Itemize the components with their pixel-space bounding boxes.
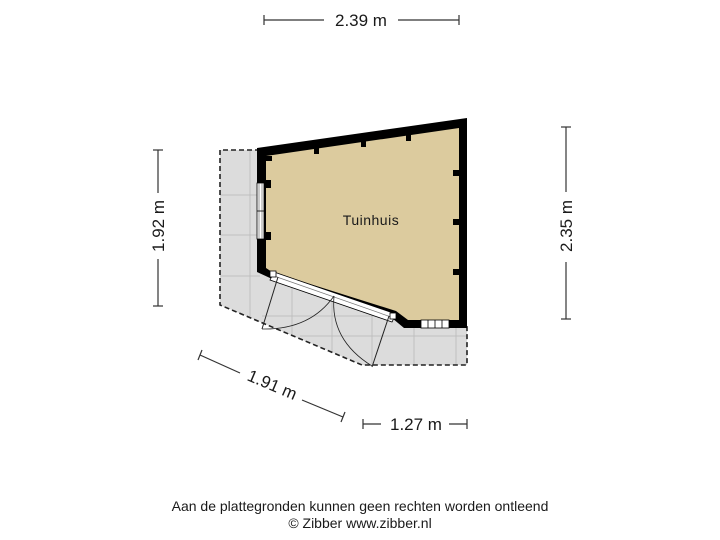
dimension-bottom — [362, 419, 468, 429]
footer-disclaimer: Aan de plattegronden kunnen geen rechten… — [171, 498, 549, 514]
footer-copyright: © Zibber www.zibber.nl — [288, 515, 432, 531]
walls — [257, 118, 467, 328]
dimension-top-label: 2.39 m — [335, 11, 387, 30]
dimension-diagonal — [197, 349, 346, 423]
dimension-left-label: 1.92 m — [149, 200, 168, 252]
double-door — [261, 270, 397, 368]
room-label: Tuinhuis — [343, 212, 399, 228]
dimension-right — [561, 126, 571, 320]
dimension-top — [263, 15, 460, 25]
room-floor — [266, 128, 459, 320]
window-left — [256, 182, 265, 240]
dimension-right-label: 2.35 m — [557, 200, 576, 252]
dimension-diagonal-label: 1.91 m — [245, 366, 300, 404]
dimension-bottom-label: 1.27 m — [390, 415, 442, 434]
window-bottom — [420, 319, 450, 329]
dimension-left — [153, 149, 163, 307]
